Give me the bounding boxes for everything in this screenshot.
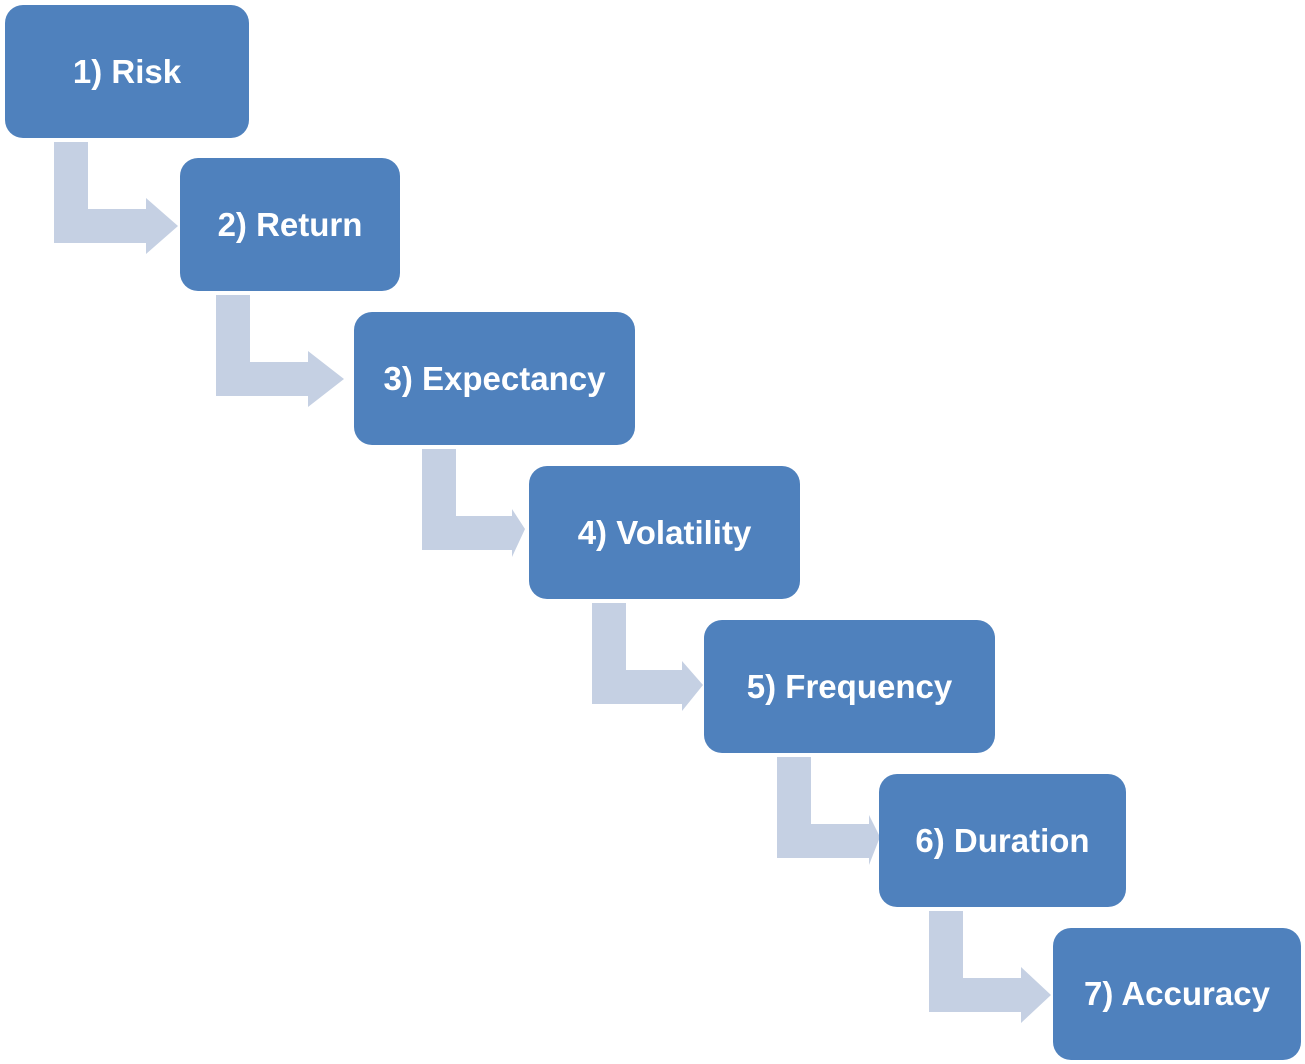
bent-down-right-arrow-icon [592, 603, 703, 711]
step-box-frequency: 5) Frequency [704, 620, 995, 753]
step-label: 6) Duration [915, 821, 1090, 859]
bent-down-right-arrow-icon [777, 757, 880, 865]
step-box-accuracy: 7) Accuracy [1053, 928, 1301, 1060]
bent-down-right-arrow-icon [216, 295, 344, 407]
bent-down-right-arrow-icon [929, 911, 1051, 1023]
step-label: 2) Return [217, 205, 363, 243]
step-label: 7) Accuracy [1084, 975, 1270, 1012]
step-box-duration: 6) Duration [879, 774, 1126, 907]
step-label: 1) Risk [72, 52, 182, 90]
step-box-volatility: 4) Volatility [529, 466, 800, 599]
step-box-risk: 1) Risk [5, 5, 249, 138]
step-label: 5) Frequency [746, 667, 953, 705]
bent-down-right-arrow-icon [54, 142, 178, 254]
step-box-expectancy: 3) Expectancy [354, 312, 635, 445]
bent-down-right-arrow-icon [422, 449, 525, 557]
step-label: 4) Volatility [577, 513, 752, 551]
step-box-return: 2) Return [180, 158, 400, 291]
step-label: 3) Expectancy [383, 359, 606, 397]
